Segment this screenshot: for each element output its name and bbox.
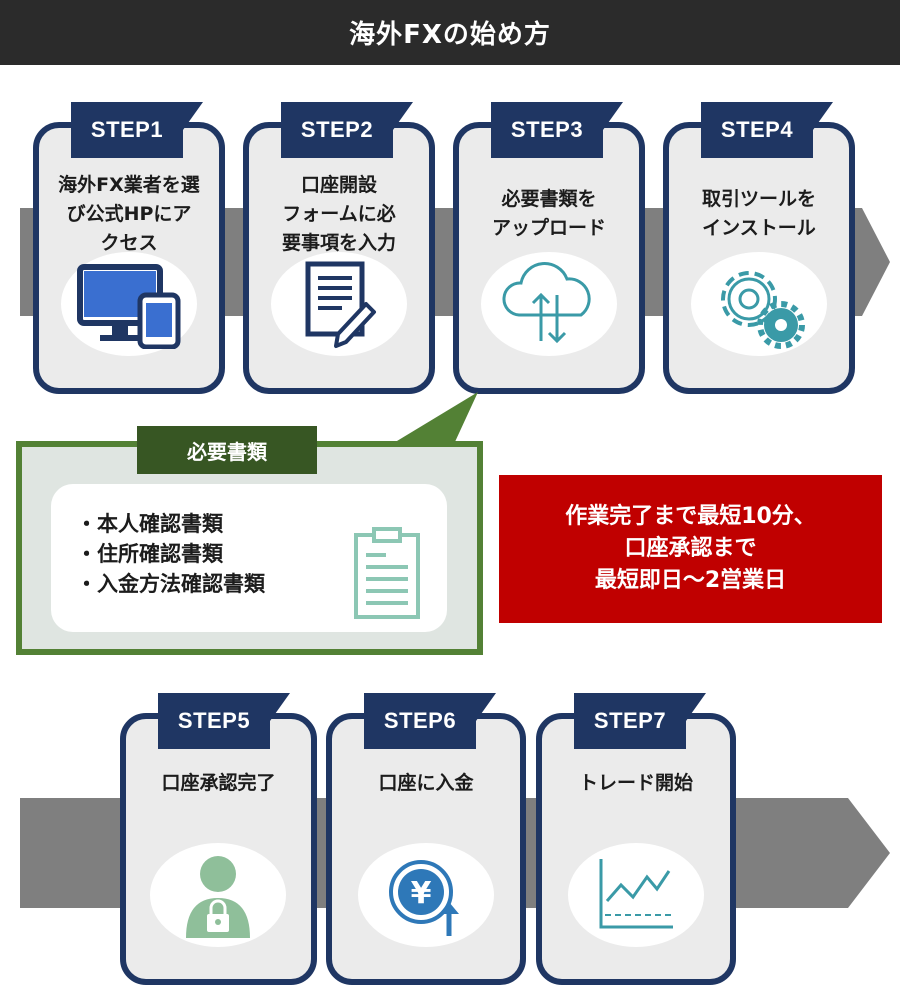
step-badge: STEP6 (364, 693, 496, 749)
step-description: 口座に入金 (378, 771, 474, 794)
icon-circle (481, 252, 617, 356)
step-description: 口座開設 フォームに必 要事項を入力 (281, 173, 396, 254)
icon-circle (691, 252, 827, 356)
step-card-3: STEP3 必要書類を アップロード (453, 102, 645, 394)
user-lock-icon (186, 856, 250, 938)
step-description: 必要書類を アップロード (491, 188, 606, 239)
step-description: 口座承認完了 (161, 771, 276, 794)
step-card-5: STEP5 口座承認完了 (120, 693, 317, 985)
step-badge: STEP1 (71, 102, 203, 158)
notice-line: 口座承認まで (624, 536, 757, 561)
step-description: 海外FX業者を選 び公式HPにア クセス (58, 173, 200, 254)
cloud-upload-icon (502, 262, 591, 344)
icon-circle: ¥ (358, 843, 494, 947)
step-badge: STEP2 (281, 102, 413, 158)
step-description: トレード開始 (578, 771, 693, 794)
line-chart-icon (599, 859, 673, 929)
document-item: 入金方法確認書類 (76, 569, 265, 599)
svg-text:¥: ¥ (411, 876, 432, 911)
timing-notice: 作業完了まで最短10分、 口座承認まで 最短即日～2営業日 (499, 475, 882, 623)
clipboard-icon (354, 527, 420, 619)
step-badge: STEP3 (491, 102, 623, 158)
computer-tablet-icon (77, 264, 181, 349)
required-documents-title: 必要書類 (137, 426, 317, 474)
step-card-4: STEP4 取引ツールを インストール (663, 102, 855, 394)
notice-line: 最短即日～2営業日 (594, 568, 787, 593)
step-card-1: STEP1 海外FX業者を選 び公式HPにア クセス (33, 102, 225, 394)
icon-circle (150, 843, 286, 947)
step-badge: STEP7 (574, 693, 706, 749)
icon-circle (568, 843, 704, 947)
step-badge: STEP4 (701, 102, 833, 158)
step-card-6: STEP6 口座に入金 ¥ (326, 693, 526, 985)
step-card-2: STEP2 口座開設 フォームに必 要事項を入力 (243, 102, 435, 394)
icon-circle (61, 252, 197, 356)
callout-pointer (392, 392, 478, 444)
required-documents-list: 本人確認書類 住所確認書類 入金方法確認書類 (76, 509, 265, 599)
yen-coin-icon: ¥ (389, 860, 459, 936)
form-pen-icon (305, 261, 376, 348)
gears-icon (721, 271, 805, 349)
page-title: 海外FXの始め方 (0, 0, 900, 65)
document-item: 本人確認書類 (76, 509, 265, 539)
step-badge: STEP5 (158, 693, 290, 749)
step-description: 取引ツールを インストール (701, 188, 816, 239)
step-card-7: STEP7 トレード開始 (536, 693, 736, 985)
notice-line: 作業完了まで最短10分、 (565, 504, 816, 529)
icon-circle (271, 252, 407, 356)
document-item: 住所確認書類 (76, 539, 265, 569)
